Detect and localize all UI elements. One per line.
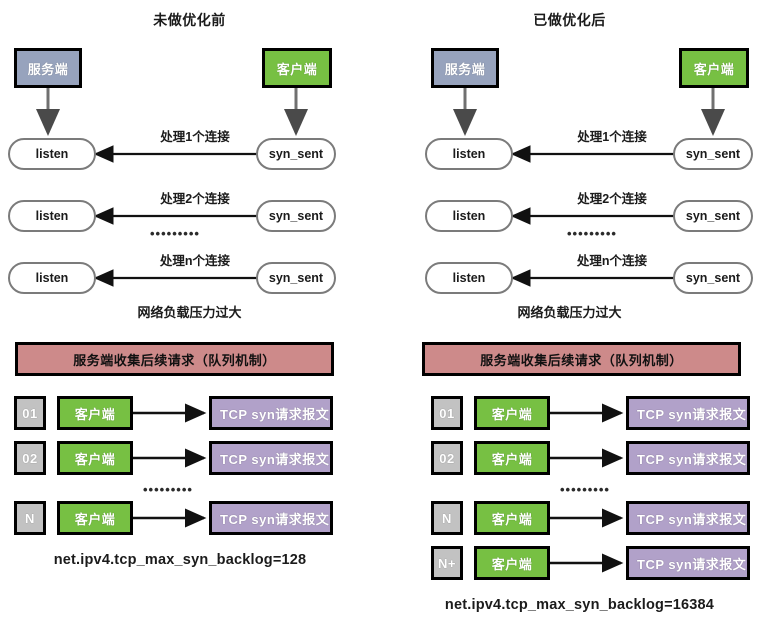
queue-banner-after: 服务端收集后续请求（队列机制）: [422, 342, 741, 376]
queue-client-label: 客户端: [491, 451, 533, 467]
queue-index-1-after: 01: [431, 396, 463, 430]
listen-state-3-after: listen: [425, 262, 513, 294]
listen-state-3-before: listen: [8, 262, 96, 294]
queue-client-3-after: 客户端: [474, 501, 550, 535]
queue-index-1-before: 01: [14, 396, 46, 430]
server-node-label: 服务端: [444, 61, 486, 77]
queue-client-label: 客户端: [491, 556, 533, 572]
queue-packet-label: TCP syn请求报文: [637, 556, 747, 572]
queue-packet-label: TCP syn请求报文: [637, 406, 747, 422]
listen-state-label: listen: [452, 271, 486, 285]
queue-packet-1-after: TCP syn请求报文: [626, 396, 750, 430]
listen-state-2-after: listen: [425, 200, 513, 232]
queue-packet-1-before: TCP syn请求报文: [209, 396, 333, 430]
listen-state-label: listen: [452, 209, 486, 223]
queue-index-label: 01: [22, 405, 38, 421]
queue-packet-label: TCP syn请求报文: [220, 406, 330, 422]
network-load-caption-after: 网络负载压力过大: [517, 305, 622, 320]
queue-index-3-before: N: [14, 501, 46, 535]
listen-state-2-before: listen: [8, 200, 96, 232]
queue-client-label: 客户端: [74, 451, 116, 467]
queue-client-label: 客户端: [491, 406, 533, 422]
flow-label-2-after: 处理2个连接: [577, 192, 647, 206]
queue-index-label: N+: [438, 555, 456, 571]
queue-banner-label: 服务端收集后续请求（队列机制）: [480, 352, 683, 368]
client-node-after: 客户端: [679, 48, 749, 88]
flow-label-2-before: 处理2个连接: [160, 192, 230, 206]
syn-sent-state-3-after: syn_sent: [673, 262, 753, 294]
listen-state-label: listen: [35, 271, 69, 285]
queue-packet-label: TCP syn请求报文: [220, 511, 330, 527]
queue-client-label: 客户端: [74, 406, 116, 422]
client-node-label: 客户端: [276, 61, 318, 77]
flow-label-1-before: 处理1个连接: [160, 130, 230, 144]
syn-sent-state-label: syn_sent: [685, 209, 741, 223]
queue-client-2-after: 客户端: [474, 441, 550, 475]
listen-state-label: listen: [35, 209, 69, 223]
queue-index-3-after: N: [431, 501, 463, 535]
queue-client-4-after: 客户端: [474, 546, 550, 580]
queue-index-label: 02: [22, 450, 38, 466]
listen-state-1-after: listen: [425, 138, 513, 170]
queue-packet-label: TCP syn请求报文: [637, 451, 747, 467]
queue-index-2-before: 02: [14, 441, 46, 475]
panel-title-before: 未做优化前: [153, 12, 226, 28]
panel-title-after: 已做优化后: [533, 12, 606, 28]
syn-sent-state-3-before: syn_sent: [256, 262, 336, 294]
queue-client-3-before: 客户端: [57, 501, 133, 535]
queue-client-2-before: 客户端: [57, 441, 133, 475]
queue-banner-label: 服务端收集后续请求（队列机制）: [73, 352, 276, 368]
queue-packet-label: TCP syn请求报文: [220, 451, 330, 467]
queue-index-label: 01: [439, 405, 455, 421]
listen-state-label: listen: [452, 147, 486, 161]
queue-index-label: N: [442, 510, 452, 526]
queue-packet-label: TCP syn请求报文: [637, 511, 747, 527]
syn-sent-state-1-before: syn_sent: [256, 138, 336, 170]
sysctl-value-after: net.ipv4.tcp_max_syn_backlog=16384: [444, 597, 715, 613]
queue-index-4-after: N+: [431, 546, 463, 580]
queue-packet-3-after: TCP syn请求报文: [626, 501, 750, 535]
queue-packet-4-after: TCP syn请求报文: [626, 546, 750, 580]
queue-client-1-after: 客户端: [474, 396, 550, 430]
listen-state-label: listen: [35, 147, 69, 161]
queue-index-2-after: 02: [431, 441, 463, 475]
flow-ellipsis-before: •••••••••: [150, 226, 200, 241]
queue-client-label: 客户端: [491, 511, 533, 527]
queue-packet-3-before: TCP syn请求报文: [209, 501, 333, 535]
client-node-before: 客户端: [262, 48, 332, 88]
panel-before-optimization: 未做优化前 服务端 客户端 listen 处理1个连接 syn_s: [0, 0, 379, 619]
queue-packet-2-before: TCP syn请求报文: [209, 441, 333, 475]
syn-sent-state-2-before: syn_sent: [256, 200, 336, 232]
server-node-label: 服务端: [27, 61, 69, 77]
server-node-after: 服务端: [431, 48, 499, 88]
queue-ellipsis-after: •••••••••: [560, 482, 610, 497]
queue-packet-2-after: TCP syn请求报文: [626, 441, 750, 475]
listen-state-1-before: listen: [8, 138, 96, 170]
queue-index-label: 02: [439, 450, 455, 466]
syn-sent-state-1-after: syn_sent: [673, 138, 753, 170]
flow-label-3-after: 处理n个连接: [576, 254, 648, 268]
flow-label-1-after: 处理1个连接: [577, 130, 647, 144]
queue-client-label: 客户端: [74, 511, 116, 527]
syn-sent-state-label: syn_sent: [268, 147, 324, 161]
sysctl-value-before: net.ipv4.tcp_max_syn_backlog=128: [53, 552, 307, 568]
panel-after-optimization: 已做优化后 服务端 客户端 listen 处理1个连接 syn_sent lis: [380, 0, 759, 619]
flow-label-3-before: 处理n个连接: [159, 254, 231, 268]
flow-ellipsis-after: •••••••••: [567, 226, 617, 241]
syn-sent-state-2-after: syn_sent: [673, 200, 753, 232]
client-node-label: 客户端: [693, 61, 735, 77]
syn-sent-state-label: syn_sent: [685, 271, 741, 285]
server-node-before: 服务端: [14, 48, 82, 88]
network-load-caption-before: 网络负载压力过大: [137, 305, 242, 320]
syn-sent-state-label: syn_sent: [268, 271, 324, 285]
syn-sent-state-label: syn_sent: [268, 209, 324, 223]
syn-sent-state-label: syn_sent: [685, 147, 741, 161]
queue-banner-before: 服务端收集后续请求（队列机制）: [15, 342, 334, 376]
queue-index-label: N: [25, 510, 35, 526]
queue-client-1-before: 客户端: [57, 396, 133, 430]
queue-ellipsis-before: •••••••••: [143, 482, 193, 497]
